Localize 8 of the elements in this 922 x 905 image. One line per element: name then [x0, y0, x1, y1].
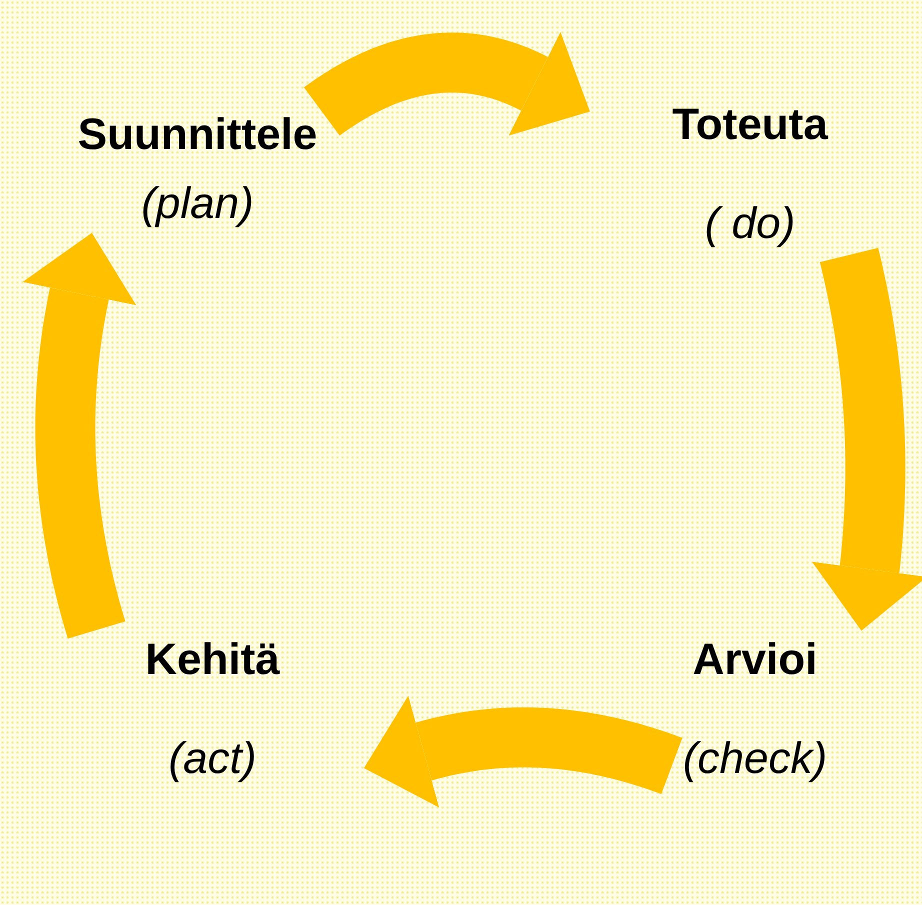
step-subtitle: (check) — [682, 733, 828, 785]
step-title: Kehitä — [144, 634, 281, 686]
step-subtitle: (act) — [168, 733, 258, 785]
step-subtitle: ( do) — [704, 198, 796, 250]
step-subtitle: (plan) — [140, 178, 255, 230]
step-title: Suunnittele — [76, 109, 318, 161]
step-title: Toteuta — [671, 99, 830, 151]
step-title: Arvioi — [692, 634, 818, 686]
